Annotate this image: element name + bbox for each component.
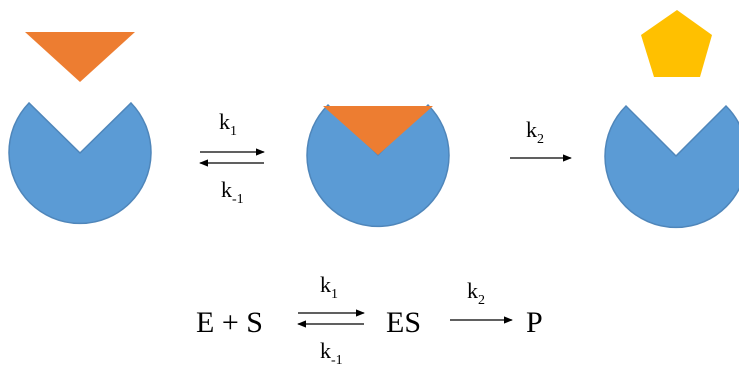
enzyme-substrate-complex-group bbox=[306, 103, 450, 228]
k-minus1-label: k bbox=[221, 177, 232, 202]
product-pentagon bbox=[641, 10, 712, 77]
free-enzyme-group bbox=[8, 32, 152, 225]
catalysis-arrow-group: k2 bbox=[510, 117, 572, 162]
equilibrium-arrows: k1 k-1 bbox=[199, 109, 265, 207]
svg-text:k1: k1 bbox=[320, 272, 338, 302]
equation-product: P bbox=[526, 306, 543, 339]
complex-enzyme-shape bbox=[306, 103, 450, 228]
k2-label: k bbox=[526, 117, 537, 142]
svg-text:k2: k2 bbox=[467, 278, 485, 308]
svg-text:k-1: k-1 bbox=[221, 177, 244, 207]
equation-k2-subscript: 2 bbox=[478, 293, 485, 308]
equation-complex: ES bbox=[386, 306, 421, 339]
reaction-equation: E + S k1 k-1 ES k2 P bbox=[196, 272, 543, 368]
product-release-group bbox=[604, 10, 739, 229]
k1-label: k bbox=[219, 109, 230, 134]
svg-text:k2: k2 bbox=[526, 117, 544, 147]
k2-subscript: 2 bbox=[537, 132, 544, 147]
equation-k1-subscript: 1 bbox=[331, 287, 338, 302]
svg-text:k1: k1 bbox=[219, 109, 237, 139]
bound-substrate-triangle bbox=[323, 106, 433, 155]
equation-k2-label: k bbox=[467, 278, 478, 303]
equation-k-minus1-label: k bbox=[320, 338, 331, 363]
released-enzyme-shape bbox=[604, 104, 739, 229]
equation-reactants: E + S bbox=[196, 306, 263, 339]
equation-k-minus1-subscript: -1 bbox=[331, 353, 343, 368]
k1-subscript: 1 bbox=[230, 124, 237, 139]
svg-text:k-1: k-1 bbox=[320, 338, 343, 368]
equation-k1-label: k bbox=[320, 272, 331, 297]
free-enzyme-shape bbox=[8, 101, 152, 225]
k-minus1-subscript: -1 bbox=[232, 192, 244, 207]
substrate-triangle bbox=[25, 32, 135, 82]
